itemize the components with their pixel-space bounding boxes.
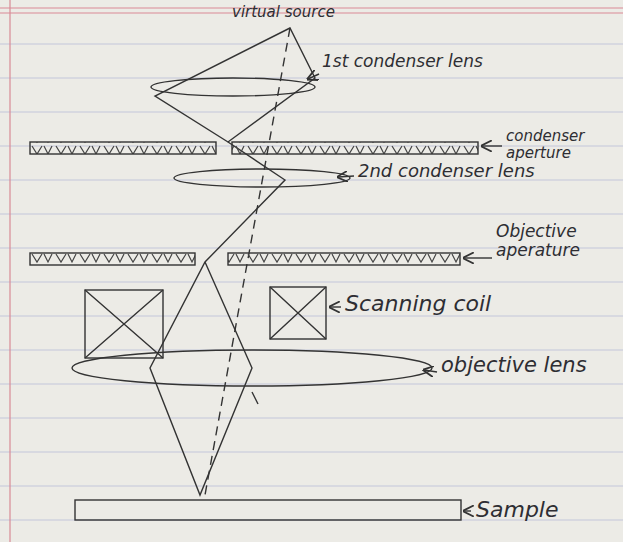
aperture-label: condenser aperture: [506, 128, 606, 161]
sample-label: Sample: [476, 498, 559, 522]
aperture-label: Objective aperature: [496, 222, 604, 259]
coil-label: Scanning coil: [345, 292, 491, 316]
lens-label: objective lens: [441, 354, 587, 377]
lens-label: 1st condenser lens: [322, 52, 483, 71]
source-label: virtual source: [232, 4, 335, 21]
lens-label: 2nd condenser lens: [358, 161, 535, 181]
